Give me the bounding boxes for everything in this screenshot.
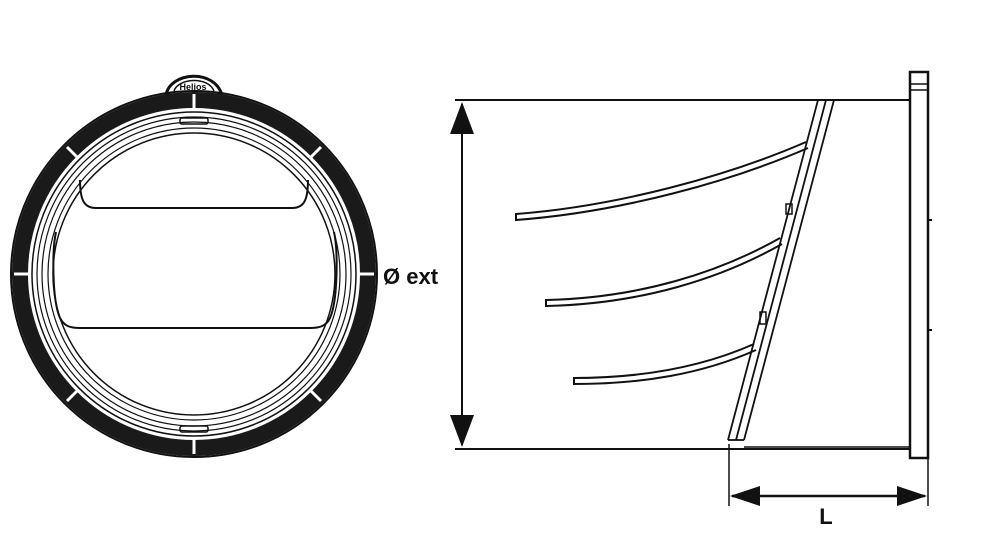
bottom-lug [179,425,209,433]
frame-rivets [759,203,793,325]
diameter-label: Ø ext [383,264,439,289]
logo-text: Helios [179,82,206,92]
inner-ring-3 [41,121,347,427]
blade-middle [545,237,783,308]
diameter-dimension [450,102,474,447]
inner-ring-1 [31,111,357,437]
side-view: Ø ext L [383,70,932,529]
length-label: L [819,504,832,529]
inner-ring-5 [52,132,336,416]
blades [515,141,809,386]
lower-flap [52,231,338,329]
inner-ring-2 [36,116,352,432]
upper-flap [79,179,309,209]
inner-ring-4 [47,127,341,421]
outer-ring-edge [10,90,378,458]
length-dimension [728,444,929,506]
front-view: Helios [10,74,378,458]
top-lug [179,117,209,125]
ring-gaps [14,94,374,454]
flange [908,70,932,460]
blade-top [515,141,809,222]
slanted-frame [727,99,835,441]
blade-bottom [573,343,757,386]
